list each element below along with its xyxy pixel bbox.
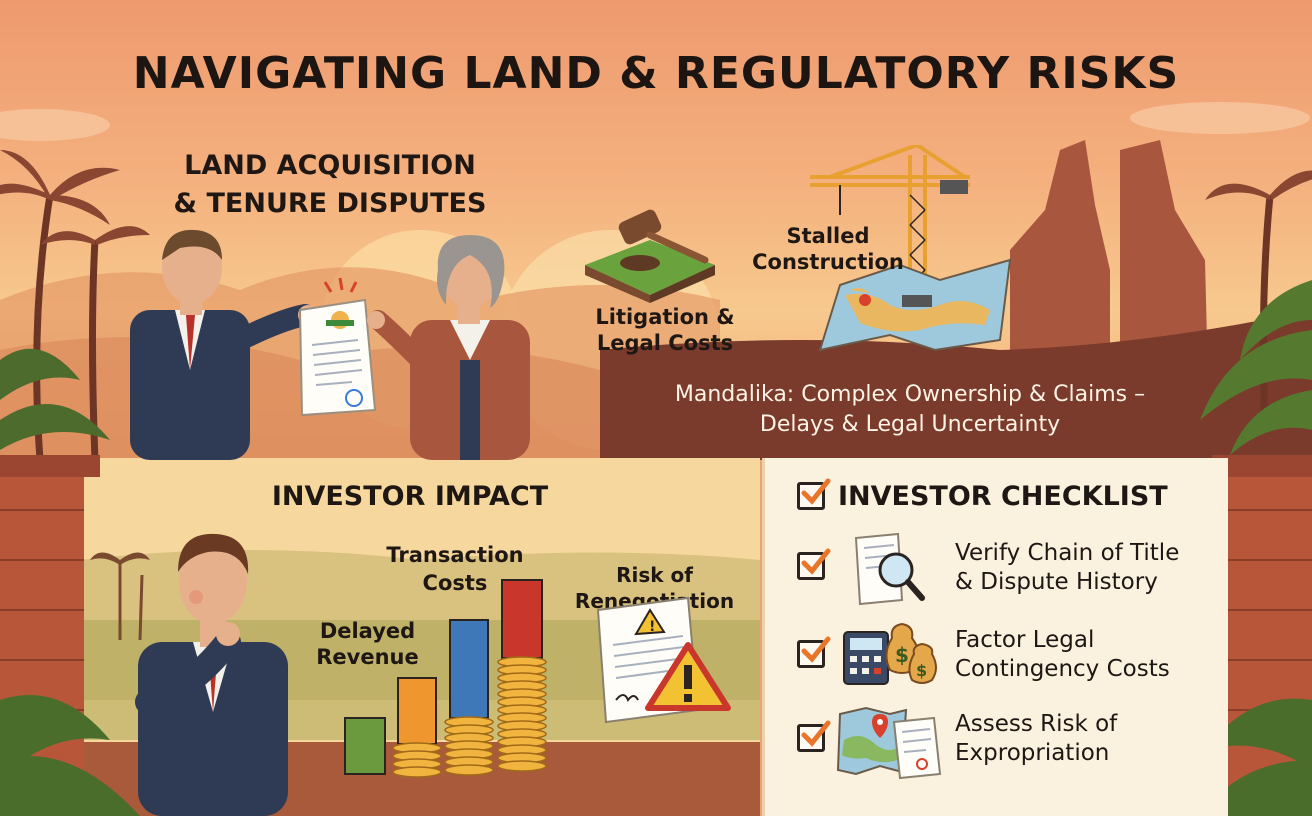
- stalled-line2: Construction: [752, 250, 904, 274]
- calculator-money-icon: $ $: [843, 622, 937, 685]
- crane-map-illustration: [810, 145, 1012, 352]
- checklist-item-2-line1: Factor Legal: [955, 627, 1095, 653]
- checklist-item-1-line1: Verify Chain of Title: [955, 540, 1180, 566]
- map-document-icon: [836, 706, 942, 780]
- delayed-line2: Revenue: [316, 645, 419, 669]
- checklist-item-3-text: Assess Risk of Expropriation: [955, 710, 1215, 768]
- land-heading-line2: & TENURE DISPUTES: [173, 188, 487, 219]
- litigation-label: Litigation & Legal Costs: [585, 304, 745, 356]
- impact-heading: INVESTOR IMPACT: [271, 481, 549, 512]
- land-dispute-illustration: [130, 229, 530, 460]
- magnifier-document-icon: [854, 532, 925, 606]
- transaction-line2: Costs: [422, 571, 488, 595]
- delayed-revenue-label: Delayed Revenue: [300, 618, 435, 670]
- transaction-costs-label: Transaction Costs: [380, 541, 530, 597]
- worried-investor-illustration: [135, 533, 288, 816]
- land-section-heading: LAND ACQUISITION & TENURE DISPUTES: [150, 147, 510, 223]
- checklist-heading: INVESTOR CHECKLIST: [838, 481, 1168, 512]
- litigation-line1: Litigation &: [595, 305, 735, 329]
- checklist-item-1-text: Verify Chain of Title & Dispute History: [955, 539, 1215, 597]
- delayed-line1: Delayed: [319, 619, 416, 643]
- checklist-item-1-line2: & Dispute History: [955, 569, 1158, 595]
- gavel-icon: [585, 209, 715, 303]
- svg-text:$: $: [895, 643, 909, 667]
- checklist-item-3-line1: Assess Risk of: [955, 711, 1118, 737]
- banner-line2: Delays & Legal Uncertainty: [759, 412, 1061, 437]
- page-title: NAVIGATING LAND & REGULATORY RISKS: [132, 48, 1180, 99]
- checklist-item-2-checkbox: [797, 636, 831, 668]
- checklist-item-3-line2: Expropriation: [955, 740, 1110, 766]
- transaction-line1: Transaction: [386, 543, 524, 567]
- svg-text:$: $: [916, 661, 927, 680]
- litigation-line2: Legal Costs: [596, 331, 734, 355]
- land-heading-line1: LAND ACQUISITION: [184, 150, 476, 181]
- checklist-heading-checkbox: [797, 478, 831, 510]
- checklist-item-2-line2: Contingency Costs: [955, 656, 1170, 682]
- banner-line1: Mandalika: Complex Ownership & Claims –: [674, 382, 1146, 407]
- stalled-line1: Stalled: [786, 224, 870, 248]
- cost-bars-illustration: [344, 579, 547, 778]
- mandalika-banner: Mandalika: Complex Ownership & Claims – …: [620, 380, 1200, 440]
- svg-text:!: !: [649, 619, 655, 635]
- checklist-item-2-text: Factor Legal Contingency Costs: [955, 626, 1215, 684]
- renegotiation-line1: Risk of: [616, 563, 693, 587]
- stalled-label: Stalled Construction: [748, 223, 908, 275]
- checklist-item-1-checkbox: [797, 548, 831, 580]
- warning-document-icon: !: [596, 596, 731, 724]
- checklist-item-3-checkbox: [797, 720, 831, 752]
